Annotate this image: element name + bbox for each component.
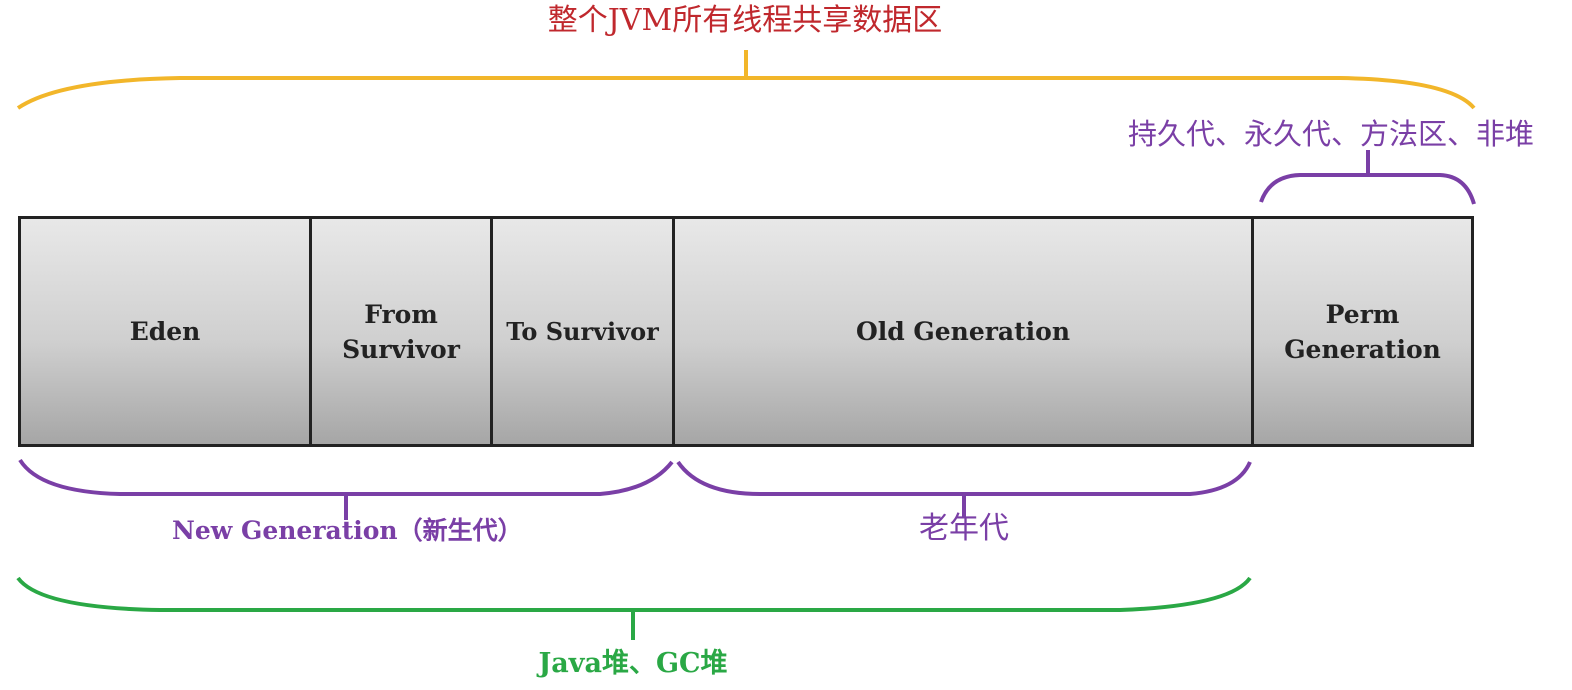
new-gen-caption: New Generation（新生代） <box>172 516 523 545</box>
old-generation-label: Old Generation <box>855 317 1071 346</box>
heap-brace <box>16 576 1252 612</box>
eden-region: Eden <box>18 216 312 447</box>
perm-brace <box>1259 173 1476 205</box>
shared-area-brace <box>16 76 1476 110</box>
old-gen-caption: 老年代 <box>919 511 1009 546</box>
shared-area-title: 整个JVM所有线程共享数据区 <box>547 3 943 38</box>
new-gen-brace <box>18 458 674 496</box>
perm-generation-label: Perm Generation <box>1284 299 1441 364</box>
from-survivor-region: From Survivor <box>309 216 493 447</box>
to-survivor-label: To Survivor <box>506 316 659 346</box>
old-gen-brace <box>676 460 1252 496</box>
from-survivor-label: From Survivor <box>342 299 460 364</box>
old-generation-region: Old Generation <box>672 216 1254 447</box>
eden-label: Eden <box>129 317 201 346</box>
perm-generation-region: Perm Generation <box>1251 216 1474 447</box>
to-survivor-region: To Survivor <box>490 216 675 447</box>
heap-caption: Java堆、GC堆 <box>538 648 728 679</box>
perm-caption: 持久代、永久代、方法区、非堆 <box>1128 117 1535 151</box>
